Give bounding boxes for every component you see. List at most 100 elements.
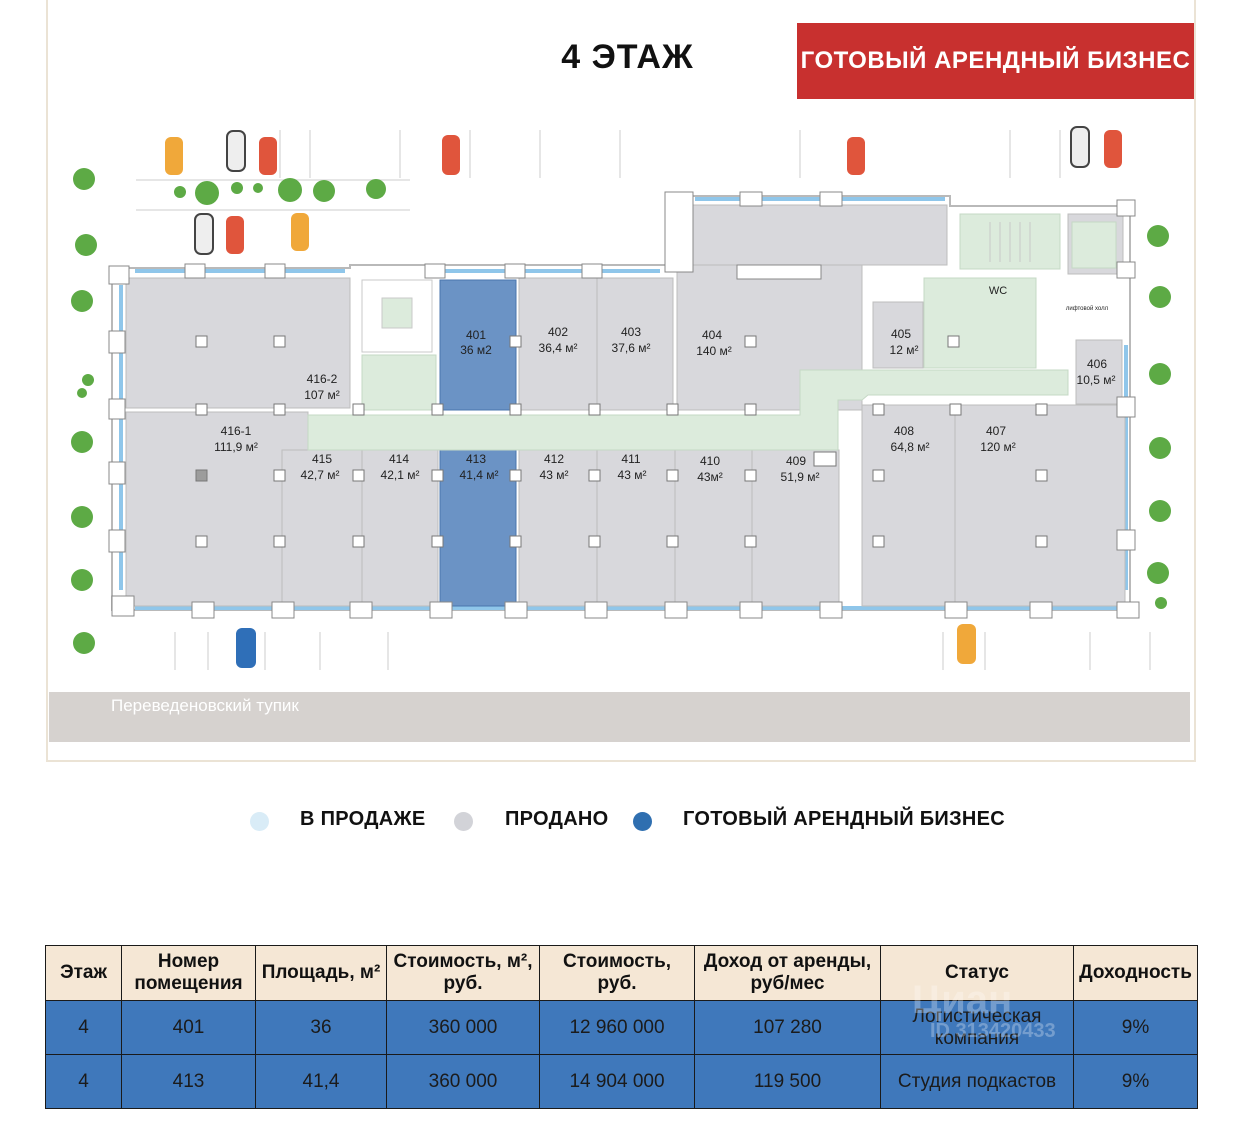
floor-plan: 416-2 107 м² 416-1 111,9 м² 401 36 м2 40… xyxy=(71,126,1171,670)
room-area: 36,4 м² xyxy=(539,341,578,355)
room-label: 408 xyxy=(894,424,914,438)
legend-sold-swatch xyxy=(454,812,473,831)
table-row: 4 413 41,4 360 000 14 904 000 119 500 Ст… xyxy=(45,1054,1198,1109)
room-410 xyxy=(674,449,753,607)
room-label: 401 xyxy=(466,328,486,342)
room-408 xyxy=(861,404,956,607)
cell-status: Логистическая компания xyxy=(880,1000,1074,1055)
plan-frame xyxy=(46,0,1196,762)
cell-room: 401 xyxy=(121,1000,256,1055)
room-401 xyxy=(439,279,517,411)
room-406 xyxy=(1075,339,1123,405)
cell-yield: 9% xyxy=(1073,1054,1198,1109)
legend-rental-label: ГОТОВЫЙ АРЕНДНЫЙ БИЗНЕС xyxy=(683,808,1006,830)
cell-rent-income: 107 280 xyxy=(694,1000,881,1055)
room-label: 407 xyxy=(986,424,1006,438)
legend-sold-label: ПРОДАНО xyxy=(505,808,609,830)
street-label: Переведеновский тупик xyxy=(111,696,299,715)
room-area: 36 м2 xyxy=(460,343,492,357)
rental-rooms xyxy=(439,279,517,607)
cell-rent-income: 119 500 xyxy=(694,1054,881,1109)
room-area: 64,8 м² xyxy=(891,440,930,454)
cell-price: 14 904 000 xyxy=(539,1054,695,1109)
room-415 xyxy=(281,449,363,607)
room-405 xyxy=(872,301,924,369)
sold-rooms xyxy=(125,204,1126,607)
cell-price-per-m2: 360 000 xyxy=(386,1054,540,1109)
cell-room: 413 xyxy=(121,1054,256,1109)
floor-title: 4 ЭТАЖ xyxy=(561,38,694,76)
legend: В ПРОДАЖЕ ПРОДАНО ГОТОВЫЙ АРЕНДНЫЙ БИЗНЕ… xyxy=(0,806,1239,836)
col-header-status: Статус xyxy=(880,945,1074,1001)
room-label: 405 xyxy=(891,327,911,341)
cell-yield: 9% xyxy=(1073,1000,1198,1055)
rental-business-banner: ГОТОВЫЙ АРЕНДНЫЙ БИЗНЕС xyxy=(797,23,1194,99)
cell-price: 12 960 000 xyxy=(539,1000,695,1055)
piers xyxy=(108,191,1140,619)
room-416-1 xyxy=(125,411,309,607)
stair-icon xyxy=(361,222,1031,353)
table-header-row: Этаж Номер помещения Площадь, м² Стоимос… xyxy=(45,945,1198,1001)
legend-for-sale-swatch xyxy=(250,812,269,831)
room-402 xyxy=(518,277,598,411)
room-413 xyxy=(439,449,517,607)
lift-hall-label: лифтовой холл xyxy=(1066,305,1109,312)
street: Переведеновский тупик xyxy=(49,692,1190,742)
room-label: 414 xyxy=(389,452,409,466)
room-403 xyxy=(596,277,674,411)
col-header-price-per-m2: Стоимость, м², руб. xyxy=(386,945,540,1001)
parking-lines xyxy=(136,130,1151,670)
room-407 xyxy=(954,404,1126,607)
room-area: 43м² xyxy=(697,470,723,484)
room-label: 416-1 xyxy=(221,424,252,438)
room-label: 410 xyxy=(700,454,720,468)
cell-floor: 4 xyxy=(45,1054,122,1109)
room-area: 10,5 м² xyxy=(1077,373,1116,387)
price-table: Этаж Номер помещения Площадь, м² Стоимос… xyxy=(45,945,1198,1109)
room-label: 413 xyxy=(466,452,486,466)
cell-status: Студия подкастов xyxy=(880,1054,1074,1109)
legend-for-sale-label: В ПРОДАЖЕ xyxy=(300,808,426,830)
room-area: 111,9 м² xyxy=(214,440,258,454)
room-label: 404 xyxy=(702,328,722,342)
room-area: 37,6 м² xyxy=(612,341,651,355)
cell-price-per-m2: 360 000 xyxy=(386,1000,540,1055)
room-label: 409 xyxy=(786,454,806,468)
col-header-price: Стоимость, руб. xyxy=(539,945,695,1001)
room-area: 42,7 м² xyxy=(301,468,340,482)
cell-area: 36 xyxy=(255,1000,387,1055)
col-header-floor: Этаж xyxy=(45,945,122,1001)
tree-icons xyxy=(71,168,1171,654)
room-414 xyxy=(361,449,439,607)
car-icons xyxy=(165,126,1122,668)
legend-rental-swatch xyxy=(633,812,652,831)
room-area: 12 м² xyxy=(890,343,919,357)
room-label: 411 xyxy=(621,452,640,466)
room-area: 140 м² xyxy=(696,344,732,358)
table-row: 4 401 36 360 000 12 960 000 107 280 Логи… xyxy=(45,1000,1198,1055)
wc-label: WC xyxy=(989,285,1007,297)
col-header-rent-income: Доход от аренды, руб/мес xyxy=(694,945,881,1001)
room-area: 43 м² xyxy=(540,468,569,482)
room-area: 42,1 м² xyxy=(381,468,420,482)
room-411 xyxy=(596,449,676,607)
cell-floor: 4 xyxy=(45,1000,122,1055)
columns xyxy=(195,335,1048,548)
room-label: 402 xyxy=(548,325,568,339)
room-label: 416-2 xyxy=(307,372,338,386)
room-label: 412 xyxy=(544,452,564,466)
room-label: 406 xyxy=(1087,357,1107,371)
room-412 xyxy=(518,449,598,607)
cell-area: 41,4 xyxy=(255,1054,387,1109)
room-label: 415 xyxy=(312,452,332,466)
col-header-area: Площадь, м² xyxy=(255,945,387,1001)
room-area: 120 м² xyxy=(980,440,1016,454)
room-area: 41,4 м² xyxy=(460,468,499,482)
room-409 xyxy=(751,449,840,607)
room-416-2 xyxy=(125,277,351,409)
room-area: 51,9 м² xyxy=(781,470,820,484)
room-area: 107 м² xyxy=(304,388,340,402)
col-header-yield: Доходность xyxy=(1073,945,1198,1001)
room-label: 403 xyxy=(621,325,641,339)
corridor xyxy=(307,213,1117,451)
